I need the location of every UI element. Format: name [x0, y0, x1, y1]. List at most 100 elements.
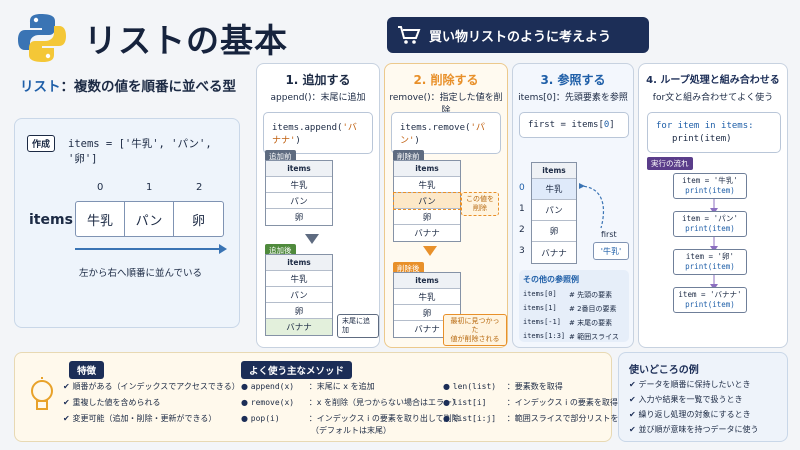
- example-desc: # 先頭の要素: [569, 291, 613, 299]
- usecase-text: 入力や結果を一覧で扱うとき: [638, 395, 743, 404]
- reference-subtitle: items[0]：先頭要素を参照: [518, 93, 628, 103]
- arrow-down-icon: [305, 234, 319, 244]
- example-code: items[0]: [523, 290, 557, 298]
- list-cell: パン: [125, 202, 174, 236]
- check-icon: ✔: [63, 414, 73, 423]
- method-desc: ：インデックス i の要素を取得: [506, 398, 618, 407]
- table-row: 卵: [394, 305, 460, 321]
- usecase-item: ✔ 繰り返し処理の対象にするとき: [629, 409, 751, 420]
- note-line: 値が削除される: [450, 334, 500, 343]
- check-icon: ✔: [629, 395, 639, 404]
- table-row: 卵: [394, 209, 460, 225]
- list-table-before: items 牛乳 パン 卵: [265, 160, 333, 226]
- first-value-box: '牛乳': [593, 242, 629, 260]
- method-desc: ：x を削除（見つからない場合はエラー）: [308, 398, 461, 407]
- flow-print: print(item): [685, 185, 735, 195]
- code-line: print(item): [672, 133, 732, 144]
- usecase-item: ✔ 入力や結果を一覧で扱うとき: [629, 394, 743, 405]
- definition-text: 複数の値を順番に並べる型: [74, 79, 236, 95]
- list-table-after: items 牛乳 パン 卵 バナナ: [265, 254, 333, 336]
- method-item: ● len(list) ：要素数を取得: [443, 381, 563, 392]
- method-desc-cont: （デフォルトは末尾）: [311, 426, 391, 435]
- shopping-cart-icon: [398, 26, 421, 44]
- example-desc: # 範囲スライス: [569, 333, 619, 341]
- index-label: 0: [519, 183, 525, 193]
- tag-before: 削除前: [393, 150, 424, 163]
- first-label: first: [601, 230, 617, 239]
- table-row: バナナ: [414, 325, 440, 335]
- table-row: 卵: [532, 221, 576, 242]
- tag-before: 追加前: [265, 150, 296, 163]
- usecase-title: 使いどころの例: [629, 365, 699, 376]
- index-label: 1: [519, 204, 525, 214]
- method-name: list[i:j]: [452, 414, 497, 423]
- method-name: list[i]: [452, 398, 487, 407]
- remove-code: items.remove('パン'): [391, 112, 501, 154]
- method-item: ● list[i] ：インデックス i の要素を取得: [443, 397, 618, 408]
- method-item: ● list[i:j] ：範囲スライスで部分リストを取得: [443, 413, 635, 424]
- lightbulb-icon: [31, 377, 53, 410]
- method-desc: ：範囲スライスで部分リストを取得: [506, 414, 635, 423]
- example-code: items[-1]: [523, 318, 561, 326]
- method-item: ● pop(i) ：インデックス i の要素を取り出して削除: [241, 413, 460, 424]
- list-cells: 牛乳 パン 卵: [75, 201, 224, 237]
- variable-name: items: [29, 212, 73, 228]
- table-row: 牛乳: [266, 177, 332, 193]
- add-section: 1. 追加する append()：末尾に追加 items.append('バナナ…: [256, 63, 380, 348]
- usecase-text: データを順番に保持したいとき: [638, 380, 751, 389]
- usecase-item: ✔ 並び順が意味を持つデータに使う: [629, 424, 759, 435]
- index-label: 2: [196, 182, 203, 193]
- feature-item: ✔ 重複した値を含められる: [63, 397, 161, 408]
- flow-step: item = '牛乳'print(item): [673, 173, 747, 199]
- table-row: 牛乳: [394, 177, 460, 193]
- feature-text: 順番がある（インデックスでアクセスできる）: [72, 382, 240, 391]
- table-row: 牛乳: [394, 289, 460, 305]
- example-code: items[1]: [523, 304, 557, 312]
- bullet-icon: ●: [241, 382, 251, 391]
- bullet-icon: ●: [443, 398, 453, 407]
- check-icon: ✔: [629, 380, 639, 389]
- feature-text: 重複した値を含められる: [72, 398, 161, 407]
- method-item: ● append(x)：末尾に x を追加: [241, 381, 375, 392]
- other-examples-box: その他の参照例 items[0] # 先頭の要素 items[1] # 2番目の…: [519, 270, 629, 342]
- features-title: 特徴: [69, 361, 105, 379]
- table-row: バナナ: [541, 248, 567, 259]
- method-name: pop(i): [250, 414, 280, 423]
- table-header: items: [394, 273, 460, 289]
- create-card: 作成 items = ['牛乳', 'パン', '卵'] 0 1 2 items…: [14, 118, 240, 328]
- usecase-text: 並び順が意味を持つデータに使う: [638, 425, 759, 434]
- definition-colon: ：: [60, 79, 75, 95]
- table-row: パン: [266, 287, 332, 303]
- bullet-icon: ●: [443, 414, 453, 423]
- loop-subtitle: for文と組み合わせてよく使う: [652, 93, 774, 103]
- table-row: パン: [532, 200, 576, 221]
- usecase-item: ✔ データを順番に保持したいとき: [629, 379, 751, 390]
- definition-key: リスト: [20, 79, 61, 95]
- method-desc: ：インデックス i の要素を取り出して削除: [308, 414, 460, 423]
- list-cell: 牛乳: [76, 202, 125, 236]
- method-desc: ：要素数を取得: [506, 382, 563, 391]
- code-part: items.remove(: [400, 123, 471, 133]
- create-code: items = ['牛乳', 'パン', '卵']: [68, 138, 212, 165]
- flow-step: item = 'パン'print(item): [673, 211, 747, 237]
- remove-note: この値を 削除: [461, 192, 499, 216]
- usecase-text: 繰り返し処理の対象にするとき: [638, 410, 751, 419]
- page-title: リストの基本: [84, 21, 288, 60]
- table-row: 牛乳: [266, 271, 332, 287]
- code-part: items.append(: [272, 123, 343, 133]
- table-row: バナナ: [414, 229, 440, 239]
- flow-assign: item = 'バナナ': [678, 290, 742, 299]
- index-label: 3: [519, 246, 525, 256]
- reference-section: 3. 参照する items[0]：先頭要素を参照 first = items[0…: [512, 63, 634, 348]
- index-label: 0: [97, 182, 104, 193]
- flow-assign: item = '卵': [685, 252, 735, 261]
- reference-code: first = items[0]: [519, 112, 629, 138]
- method-name: len(list): [452, 382, 497, 391]
- tag-after: 追加後: [265, 244, 296, 257]
- example-desc: # 2番目の要素: [569, 305, 617, 313]
- bullet-icon: ●: [443, 382, 453, 391]
- feature-text: 変更可能（追加・削除・更新ができる）: [72, 414, 217, 423]
- check-icon: ✔: [63, 382, 73, 391]
- usecase-panel: 使いどころの例 ✔ データを順番に保持したいとき ✔ 入力や結果を一覧で扱うとき…: [618, 352, 788, 442]
- flow-tag: 実行の流れ: [647, 157, 693, 170]
